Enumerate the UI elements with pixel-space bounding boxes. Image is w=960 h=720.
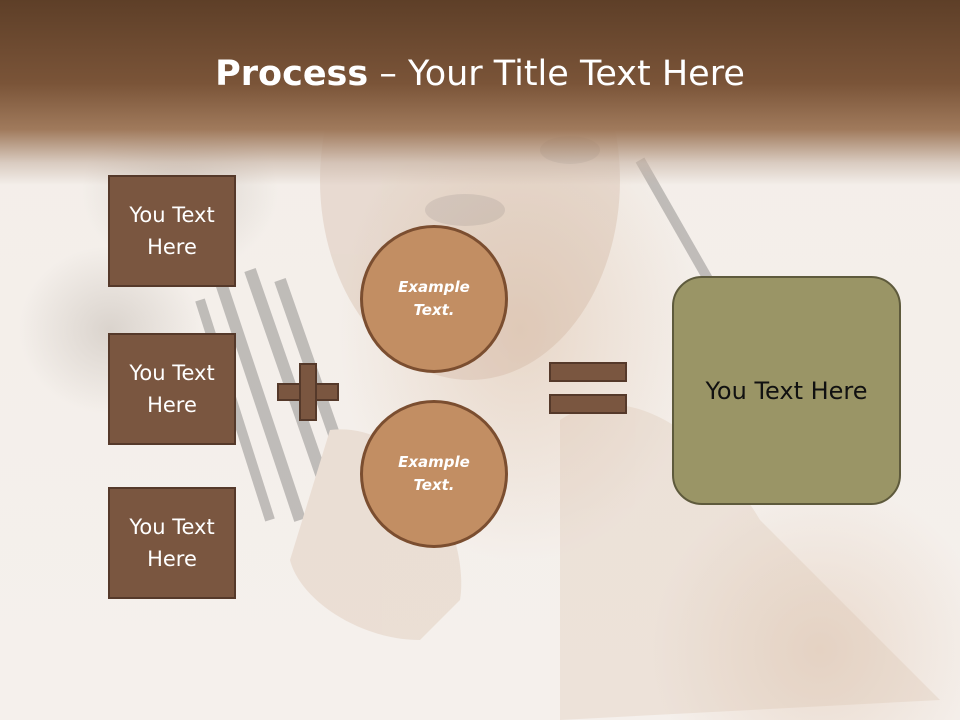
plus-sign [277,363,339,421]
title-bold: Process [215,54,369,94]
result-box: You Text Here [672,276,901,505]
header-band [0,0,960,185]
result-box-label: You Text Here [705,376,868,405]
example-circle-2-label: Example Text. [398,453,470,494]
page-title: Process – Your Title Text Here [0,50,960,98]
left-text-box-2-label: You Text Here [129,361,215,417]
example-circle-2: Example Text. [360,400,508,548]
left-text-box-1-label: You Text Here [129,203,215,259]
plus-center [301,385,315,399]
equals-sign [549,362,627,414]
left-text-box-3-label: You Text Here [129,515,215,571]
title-rest: – Your Title Text Here [368,54,745,94]
example-circle-1-label: Example Text. [398,278,470,319]
example-circle-1: Example Text. [360,225,508,373]
left-text-box-2: You Text Here [108,333,236,445]
left-text-box-3: You Text Here [108,487,236,599]
left-text-box-1: You Text Here [108,175,236,287]
equals-top-bar [549,362,627,382]
equals-bottom-bar [549,394,627,414]
